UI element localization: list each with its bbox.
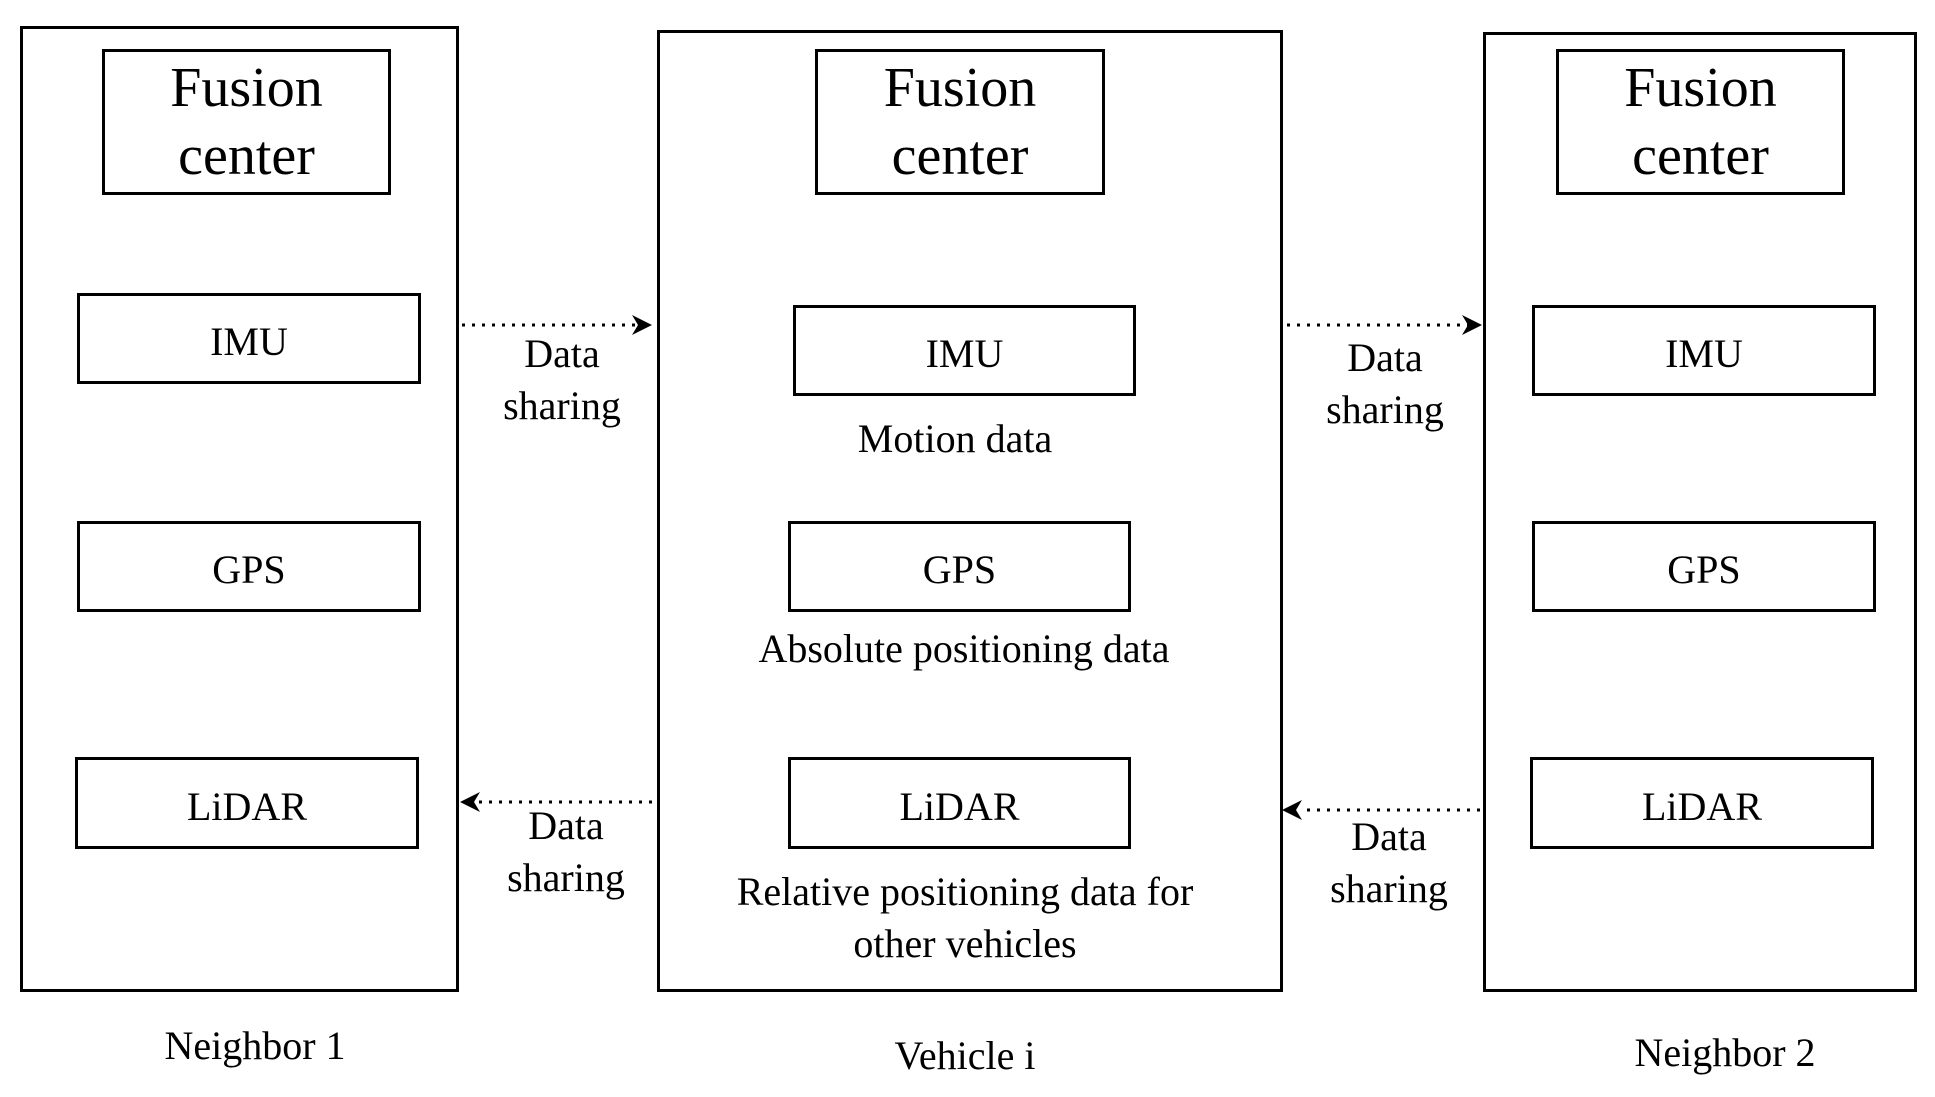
arrowhead-vehicle-to-n2: [1462, 315, 1482, 335]
neighbor2-gps-box: GPS: [1532, 521, 1876, 612]
arrowhead-n1-to-vehicle: [632, 315, 652, 335]
flow-n1-to-vehicle-line2: sharing: [503, 383, 621, 428]
vehicle-fusion-center: Fusion center: [815, 49, 1105, 195]
flow-vehicle-to-n2-line1: Data: [1347, 335, 1423, 380]
flow-vehicle-to-n2-line2: sharing: [1326, 387, 1444, 432]
neighbor2-fusion-line2: center: [1632, 125, 1769, 187]
vehicle-imu-description: Motion data: [857, 416, 1053, 461]
neighbor2-lidar-label: LiDAR: [1642, 783, 1762, 829]
neighbor1-imu-box: IMU: [77, 293, 421, 384]
flow-n2-to-vehicle-line1: Data: [1351, 814, 1427, 859]
flow-vehicle-to-n1-line2: sharing: [507, 855, 625, 900]
flow-label-n2-to-vehicle: Data sharing: [1309, 811, 1469, 915]
neighbor2-imu-label: IMU: [1665, 331, 1743, 376]
vehicle-gps-description: Absolute positioning data: [758, 626, 1170, 671]
vehicle-gps-box: GPS: [788, 521, 1131, 612]
vehicle-lidar-description: Relative positioning data for other vehi…: [700, 866, 1230, 970]
neighbor1-fusion-line2: center: [178, 125, 315, 187]
neighbor1-imu-label: IMU: [210, 319, 288, 364]
flow-n1-to-vehicle-line1: Data: [524, 331, 600, 376]
neighbor2-gps-label: GPS: [1667, 547, 1741, 592]
flow-n2-to-vehicle-line2: sharing: [1330, 866, 1448, 911]
vehicle-lidar-label: LiDAR: [899, 783, 1020, 829]
neighbor2-imu-box: IMU: [1532, 305, 1876, 396]
vehicle-imu-box: IMU: [793, 305, 1136, 396]
vehicle-imu-label: IMU: [925, 331, 1004, 376]
neighbor1-lidar-label: LiDAR: [187, 783, 307, 829]
flow-vehicle-to-n1-line1: Data: [528, 803, 604, 848]
vehicle-lidar-desc-line2: other vehicles: [853, 921, 1077, 966]
vehicle-gps-label: GPS: [922, 547, 997, 592]
flow-label-vehicle-to-n2: Data sharing: [1305, 332, 1465, 436]
vehicle-caption: Vehicle i: [894, 1033, 1036, 1078]
neighbor1-caption: Neighbor 1: [164, 1023, 346, 1068]
vehicle-fusion-line2: center: [891, 125, 1029, 187]
neighbor1-gps-label: GPS: [212, 547, 286, 592]
neighbor2-caption: Neighbor 2: [1634, 1030, 1816, 1075]
neighbor2-lidar-box: LiDAR: [1530, 757, 1874, 849]
vehicle-fusion-line1: Fusion: [883, 57, 1037, 119]
flow-label-n1-to-vehicle: Data sharing: [482, 328, 642, 432]
arrowhead-vehicle-to-n1: [460, 792, 480, 812]
vehicle-lidar-box: LiDAR: [788, 757, 1131, 849]
vehicle-lidar-desc-line1: Relative positioning data for: [736, 869, 1194, 914]
arrowhead-n2-to-vehicle: [1282, 800, 1302, 820]
neighbor2-fusion-line1: Fusion: [1624, 57, 1777, 119]
neighbor1-gps-box: GPS: [77, 521, 421, 612]
neighbor1-fusion-line1: Fusion: [170, 57, 323, 119]
neighbor2-fusion-center: Fusion center: [1556, 49, 1845, 195]
neighbor1-lidar-box: LiDAR: [75, 757, 419, 849]
neighbor1-fusion-center: Fusion center: [102, 49, 391, 195]
flow-label-vehicle-to-n1: Data sharing: [486, 800, 646, 904]
